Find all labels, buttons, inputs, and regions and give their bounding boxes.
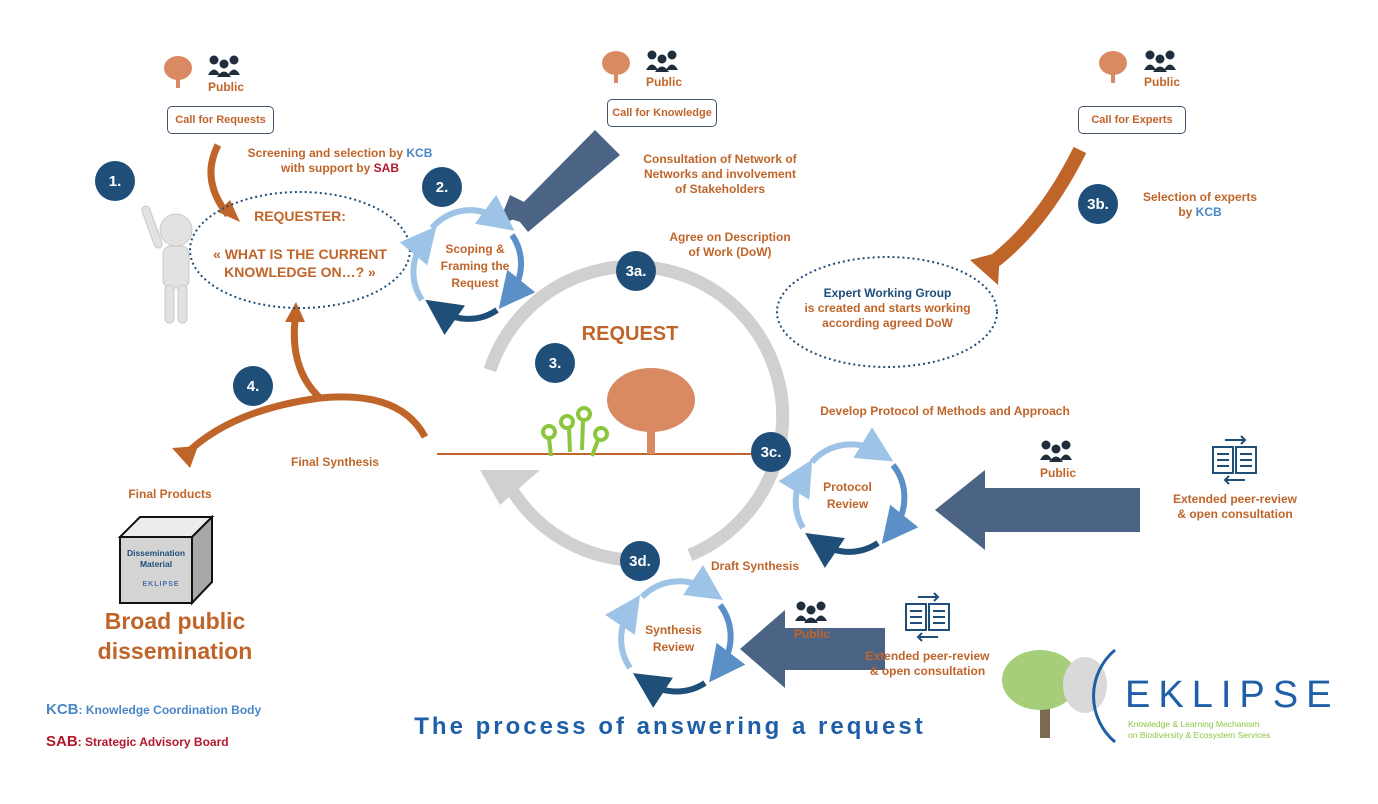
requester-title: REQUESTER: <box>254 208 346 224</box>
step-badge-3c: 3c. <box>751 432 791 472</box>
step-badge-3a: 3a. <box>616 251 656 291</box>
step-badge-2: 2. <box>422 167 462 207</box>
public-label: Public <box>208 80 245 94</box>
public-label: Public <box>794 627 831 641</box>
arrow-final-synthesis <box>182 393 429 458</box>
legend-sab: SAB: Strategic Advisory Board <box>46 733 229 750</box>
peer-review-icon-2 <box>905 592 950 642</box>
screening-text: Screening and selection by KCB with supp… <box>247 146 433 175</box>
public-tree-icon <box>164 51 1127 88</box>
scoping-cycle <box>399 194 536 336</box>
page-title: The process of answering a request <box>414 713 926 740</box>
arrow-peer-to-protocol <box>985 488 1140 532</box>
legend-kcb: KCB: Knowledge Coordination Body <box>46 701 262 718</box>
tree-icon <box>607 368 695 454</box>
dissemination-logo-text: EKLIPSE <box>142 581 180 588</box>
public-label: Public <box>646 75 683 89</box>
step-badge-3b: 3b. <box>1078 184 1118 224</box>
peer-review-icon <box>1212 435 1257 485</box>
peer-review-text: Extended peer-review& open consultation <box>1172 492 1298 521</box>
people-icon <box>208 50 1176 623</box>
step-badge-3d: 3d. <box>620 541 660 581</box>
call-for-requests-box: Call for Requests <box>167 106 274 134</box>
step-badge-1: 1. <box>95 161 135 201</box>
final-synthesis-text: Final Synthesis <box>290 455 380 469</box>
develop-protocol-text: Develop Protocol of Methods and Approach <box>820 404 1070 418</box>
step-badge-3: 3. <box>535 343 575 383</box>
request-label: REQUEST <box>581 323 679 345</box>
requester-person-icon <box>141 205 193 324</box>
arrow-back-to-requester <box>290 319 323 401</box>
final-products-text: Final Products <box>128 487 212 501</box>
dissemination-cube <box>117 514 215 606</box>
arrow-knowledge-to-scoping <box>508 130 620 232</box>
cycle-arrowhead <box>480 470 540 505</box>
draft-synthesis-text: Draft Synthesis <box>710 559 800 573</box>
eklipse-logo-text: EKLIPSE <box>1125 674 1340 716</box>
synthesis-cycle <box>605 565 746 708</box>
arrow-experts-to-group <box>980 146 1087 274</box>
public-label: Public <box>1040 466 1077 480</box>
call-for-knowledge-box: Call for Knowledge <box>607 99 717 127</box>
peer-review-text-2: Extended peer-review& open consultation <box>865 649 990 678</box>
public-label: Public <box>1144 75 1181 89</box>
request-cycle <box>480 259 790 567</box>
eklipse-logo-icon <box>1002 648 1116 744</box>
call-for-experts-box: Call for Experts <box>1078 106 1186 134</box>
step-badge-4: 4. <box>233 366 273 406</box>
arrow-peer-to-synthesis <box>785 628 885 670</box>
keys-icon <box>541 406 609 457</box>
expert-group-ellipse <box>776 256 998 368</box>
protocol-cycle <box>778 427 919 568</box>
